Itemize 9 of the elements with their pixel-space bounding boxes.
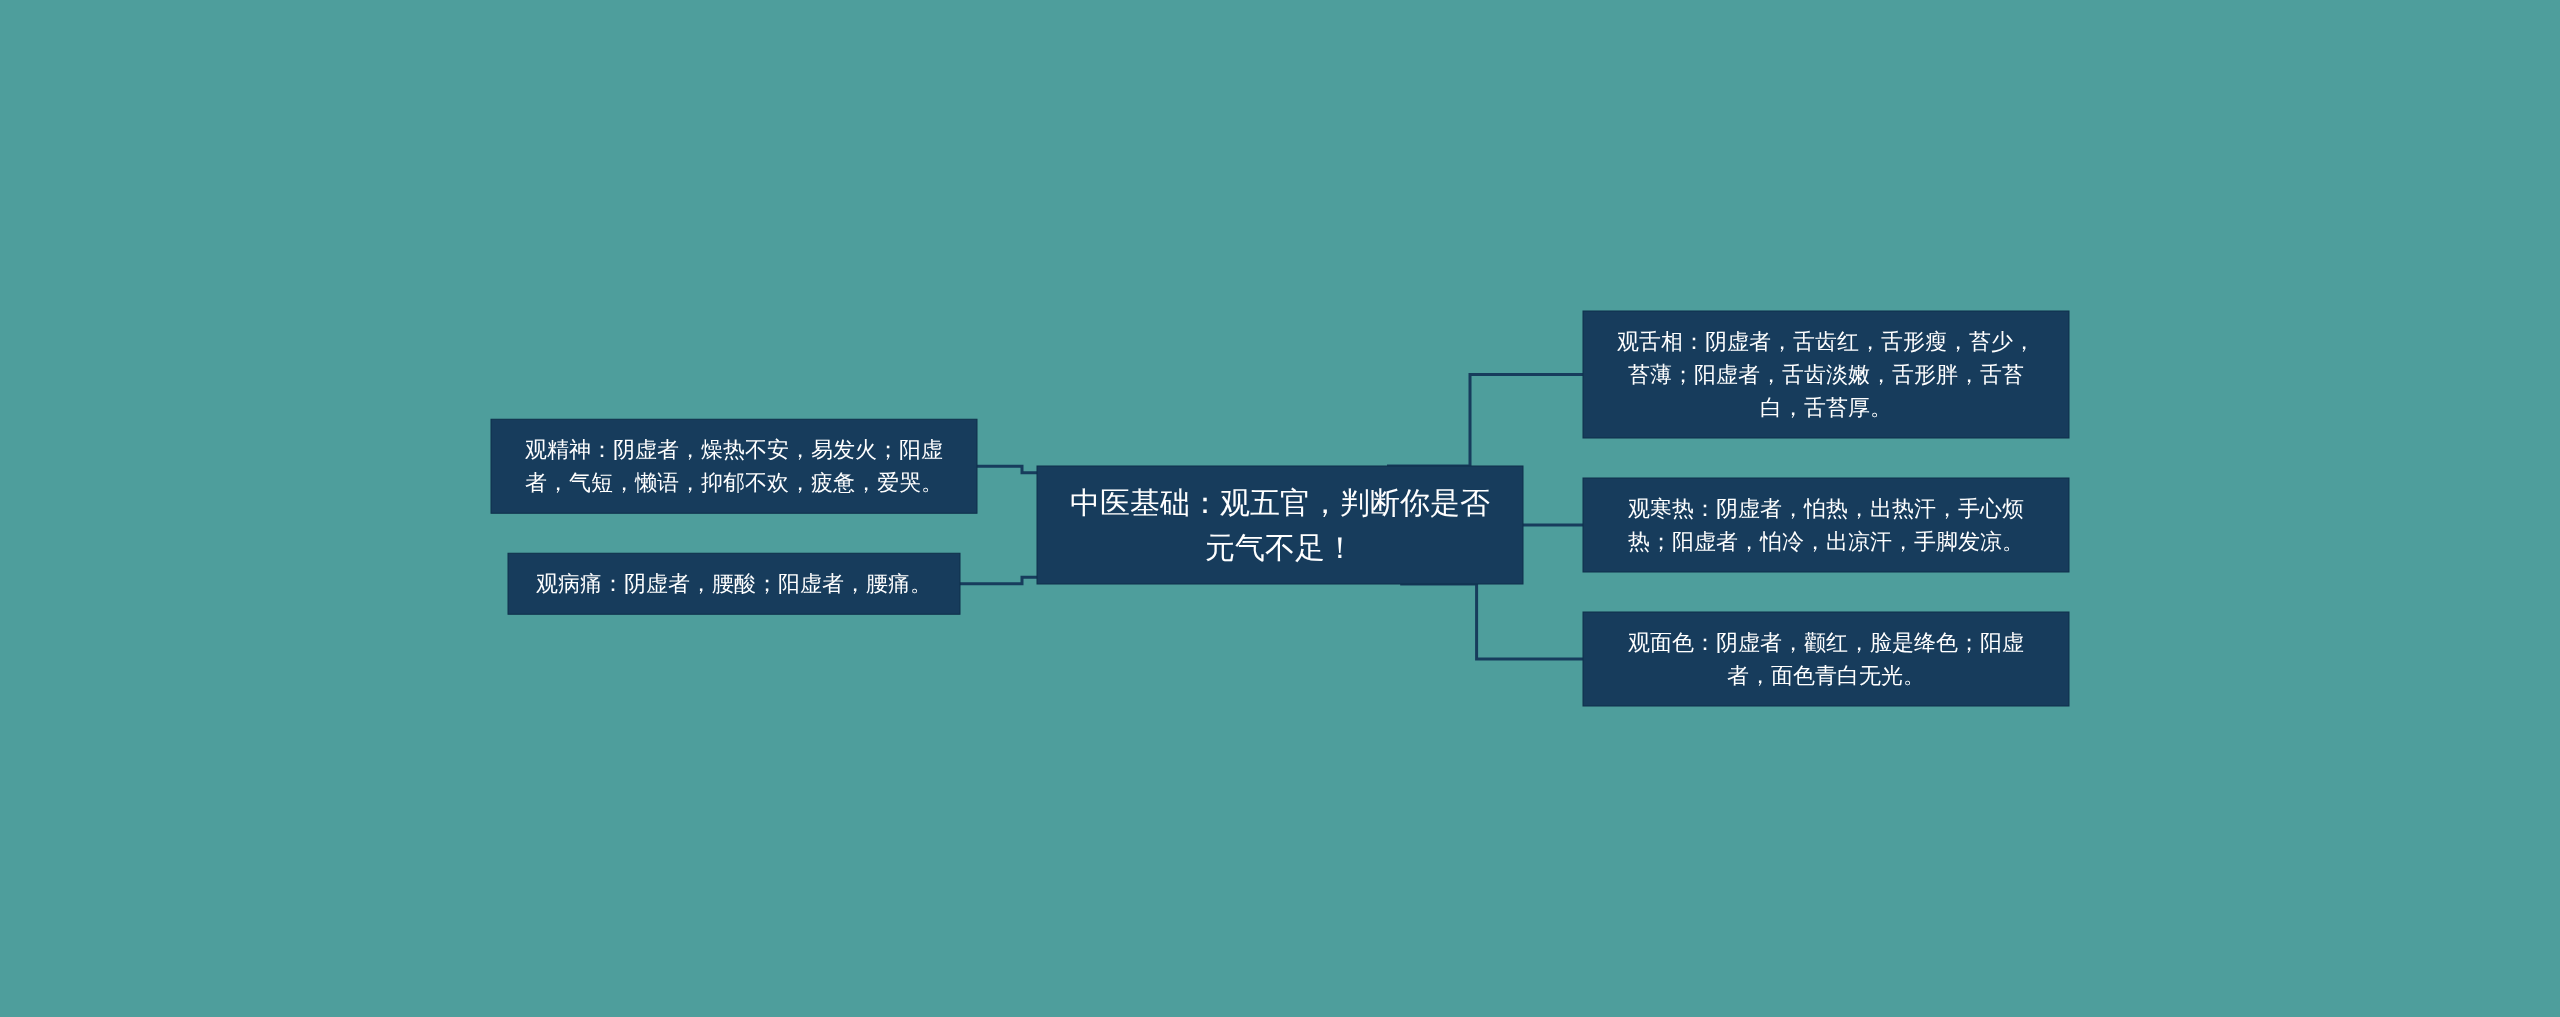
node-box: 观病痛：阴虚者，腰酸；阳虚者，腰痛。 <box>507 552 961 615</box>
node-box: 观舌相：阴虚者，舌齿红，舌形瘦，苔少，苔薄；阳虚者，舌齿淡嫩，舌形胖，舌苔白，舌苔厚。 <box>1582 310 2070 439</box>
node-box: 观寒热：阴虚者，怕热，出热汗，手心烦热；阳虚者，怕冷，出凉汗，手脚发凉。 <box>1582 477 2070 573</box>
connector <box>960 575 1037 586</box>
connector <box>1523 523 1583 527</box>
node-box: 观面色：阴虚者，颧红，脸是绛色；阳虚者，面色青白无光。 <box>1582 611 2070 707</box>
node-box: 观精神：阴虚者，燥热不安，易发火；阳虚者，气短，懒语，抑郁不欢，疲惫，爱哭。 <box>490 418 978 514</box>
connector <box>977 464 1037 475</box>
node-box: 中医基础：观五官，判断你是否元气不足！ <box>1036 465 1524 585</box>
